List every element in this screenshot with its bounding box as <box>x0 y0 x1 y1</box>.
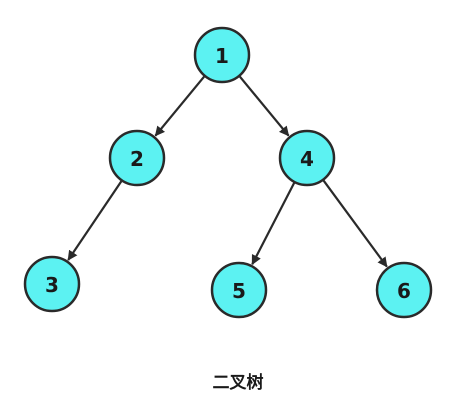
node-label: 1 <box>215 44 229 68</box>
node-label: 3 <box>45 273 59 297</box>
edge-arrow-n2-n3 <box>67 180 123 261</box>
tree-node-5: 5 <box>210 261 268 319</box>
node-circle <box>23 255 81 313</box>
diagram-caption: 二叉树 <box>212 373 264 393</box>
edge-arrow-n1-n4 <box>238 75 290 137</box>
node-label: 4 <box>300 147 314 171</box>
nodes-layer: 1 2 4 3 5 6 <box>23 26 433 319</box>
node-circle <box>278 129 336 187</box>
node-circle <box>210 261 268 319</box>
node-label: 2 <box>130 147 144 171</box>
edge-arrow-n1-n2 <box>154 75 206 137</box>
edge-arrow-n4-n5 <box>251 182 296 266</box>
node-label: 6 <box>397 279 411 303</box>
tree-node-6: 6 <box>375 261 433 319</box>
tree-node-3: 3 <box>23 255 81 313</box>
node-circle <box>375 261 433 319</box>
tree-node-1: 1 <box>193 26 251 84</box>
tree-node-2: 2 <box>108 129 166 187</box>
tree-node-4: 4 <box>278 129 336 187</box>
node-circle <box>108 129 166 187</box>
edges-layer <box>67 75 388 268</box>
node-circle <box>193 26 251 84</box>
edge-arrow-n4-n6 <box>322 179 388 268</box>
node-label: 5 <box>232 279 246 303</box>
